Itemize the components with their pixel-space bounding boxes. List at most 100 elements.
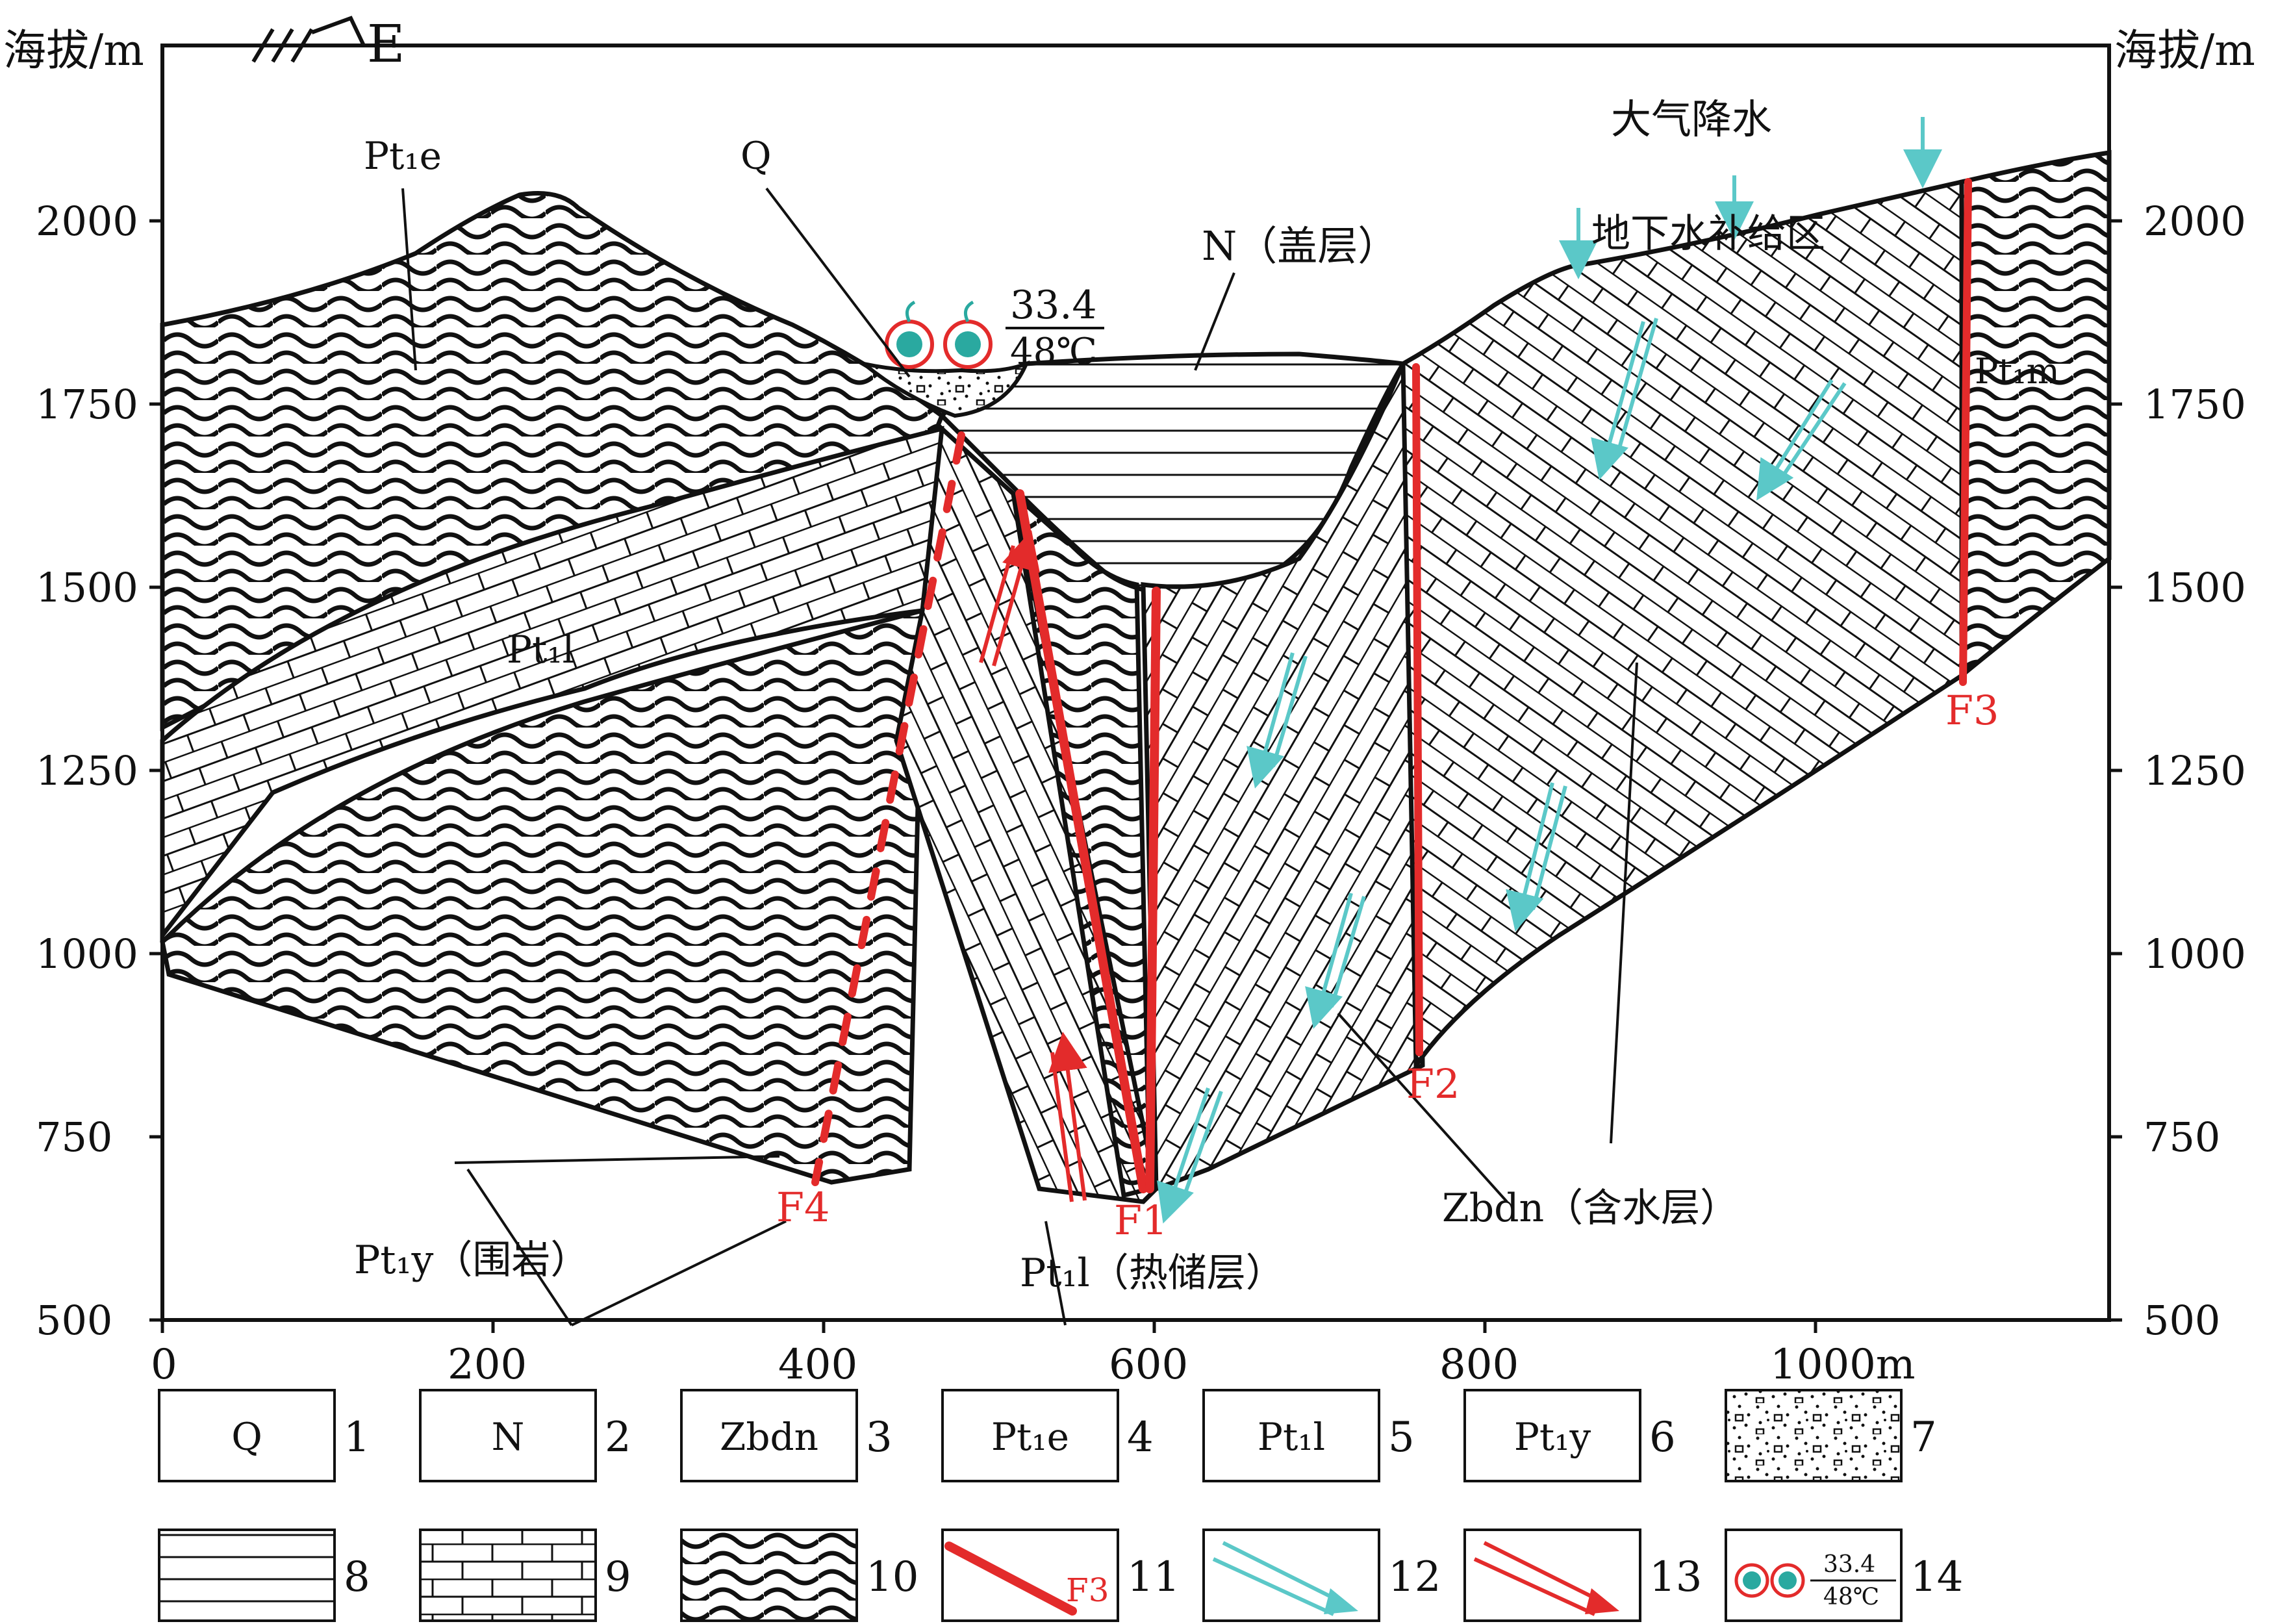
y-tick-label-left: 2000 xyxy=(36,197,138,245)
flow-arrow-icon xyxy=(1319,893,1366,1010)
legend-item-4: Pt₁e 4 xyxy=(941,1389,1154,1482)
legend-item-7: 7 xyxy=(1725,1389,1937,1482)
y-tick-label-right: 1000 xyxy=(2144,930,2246,978)
legend-spring-ring xyxy=(1734,1563,1769,1598)
x-tick-label: 800 xyxy=(1439,1341,1519,1389)
legend-spring-dot xyxy=(1743,1571,1761,1590)
plot-frame xyxy=(160,44,2111,1322)
flow-arrow-icon xyxy=(1260,652,1308,770)
y-tick-label-left: 500 xyxy=(36,1297,112,1344)
legend-swatch xyxy=(1202,1389,1380,1482)
legend-number: 11 xyxy=(1127,1553,1180,1601)
y-tick-label-left: 1750 xyxy=(36,381,138,428)
y-tick-label-right: 2000 xyxy=(2144,197,2246,245)
unit-pt1y xyxy=(160,607,925,1185)
legend-spring-bottom: 48℃ xyxy=(1823,1584,1879,1610)
legend-number: 4 xyxy=(1127,1414,1154,1462)
legend-number: 10 xyxy=(866,1553,918,1601)
legend-swatch xyxy=(1725,1529,1903,1622)
legend-swatch xyxy=(1202,1529,1380,1622)
legend-number: 3 xyxy=(866,1414,892,1462)
legend-swatch xyxy=(680,1389,858,1482)
flow-arrow-icon xyxy=(1520,782,1567,913)
x-tick-label: 400 xyxy=(778,1341,857,1389)
legend-number: 5 xyxy=(1388,1414,1415,1462)
direction-arrow-icon xyxy=(162,16,366,63)
legend-spring-dot xyxy=(1778,1571,1797,1590)
legend-swatch xyxy=(941,1389,1119,1482)
legend-code: Pt₁l xyxy=(1258,1415,1325,1459)
y-tick-label-left: 1000 xyxy=(36,930,138,978)
x-tick-label: 0 xyxy=(151,1341,177,1389)
fault-label-f1: F1 xyxy=(1114,1197,1167,1244)
y-axis-label-left: 海拔/m xyxy=(3,25,144,75)
legend-swatch xyxy=(419,1529,597,1622)
y-tick-label-right: 750 xyxy=(2144,1113,2220,1161)
hot-spring-symbol xyxy=(885,300,1104,369)
legend-spring-ring xyxy=(1770,1563,1805,1598)
fault-f4 xyxy=(811,431,965,1186)
legend-arrow-icon xyxy=(1212,1541,1348,1616)
legend-item-3: Zbdn 3 xyxy=(680,1389,892,1482)
y-tick-label-right: 1500 xyxy=(2144,564,2246,611)
unit-zbdn-right xyxy=(1400,179,1964,1072)
legend-code: N xyxy=(492,1415,525,1459)
legend-number: 12 xyxy=(1388,1553,1441,1601)
fault-f1 xyxy=(1015,489,1148,1193)
legend-item-11: F3 11 xyxy=(941,1529,1180,1622)
legend-code: Pt₁e xyxy=(991,1415,1069,1459)
legend-number: 14 xyxy=(1910,1553,1963,1601)
legend-number: 8 xyxy=(344,1553,370,1601)
legend-swatch xyxy=(1725,1389,1903,1482)
unit-q xyxy=(863,360,1030,418)
fault-f1-b xyxy=(1145,587,1161,1193)
fault-f2 xyxy=(1412,363,1423,1056)
y-tick-label-left: 1250 xyxy=(36,747,138,794)
legend-fault-code: F3 xyxy=(1066,1571,1109,1609)
label-reservoir: Pt₁l（热储层） xyxy=(1020,1250,1285,1296)
legend-swatch xyxy=(1463,1529,1641,1622)
label-rain: 大气降水 xyxy=(1611,95,1772,143)
x-tick-label: 1000m xyxy=(1770,1341,1916,1389)
unit-pt1m xyxy=(1959,149,2112,681)
flow-arrow-icon xyxy=(1604,318,1658,461)
legend-swatch xyxy=(941,1529,1119,1622)
legend-arrow-icon xyxy=(1473,1541,1609,1616)
y-tick-label-right: 1750 xyxy=(2144,381,2246,428)
legend-swatch xyxy=(1463,1389,1641,1482)
legend-item-10: 10 xyxy=(680,1529,918,1622)
label-pt1m: Pt₁m xyxy=(1975,351,2060,392)
unit-n-cap xyxy=(939,351,1407,598)
legend-item-13: 13 xyxy=(1463,1529,1702,1622)
fault-label-f4: F4 xyxy=(776,1184,829,1231)
legend-swatch xyxy=(419,1389,597,1482)
heat-arrow-icon xyxy=(1052,1051,1085,1202)
legend-number: 1 xyxy=(344,1414,370,1462)
y-tick-label-right: 1250 xyxy=(2144,747,2246,794)
y-tick-label-right: 500 xyxy=(2144,1297,2220,1344)
x-tick-label: 200 xyxy=(448,1341,527,1389)
flow-arrow-icon xyxy=(1767,379,1847,484)
legend-number: 6 xyxy=(1649,1414,1676,1462)
legend-item-12: 12 xyxy=(1202,1529,1441,1622)
x-tick-label: 600 xyxy=(1109,1341,1188,1389)
legend-swatch xyxy=(680,1529,858,1622)
legend-item-6: Pt₁y 6 xyxy=(1463,1389,1676,1482)
legend-fault-line xyxy=(944,1542,1077,1616)
label-aquifer: Zbdn（含水层） xyxy=(1442,1186,1739,1231)
label-pt1y: Pt₁y（围岩） xyxy=(354,1237,589,1283)
legend-number: 9 xyxy=(605,1553,631,1601)
legend-swatch xyxy=(158,1529,336,1622)
legend-arrow-head xyxy=(1585,1588,1619,1614)
legend-code: Zbdn xyxy=(720,1415,818,1459)
y-tick-label-left: 750 xyxy=(36,1113,112,1161)
legend-number: 7 xyxy=(1910,1414,1937,1462)
legend-code: Pt₁y xyxy=(1514,1415,1591,1459)
legend-code: Q xyxy=(231,1415,262,1459)
legend-number: 13 xyxy=(1649,1553,1702,1601)
legend-item-9: 9 xyxy=(419,1529,631,1622)
fault-label-f2: F2 xyxy=(1406,1060,1460,1108)
